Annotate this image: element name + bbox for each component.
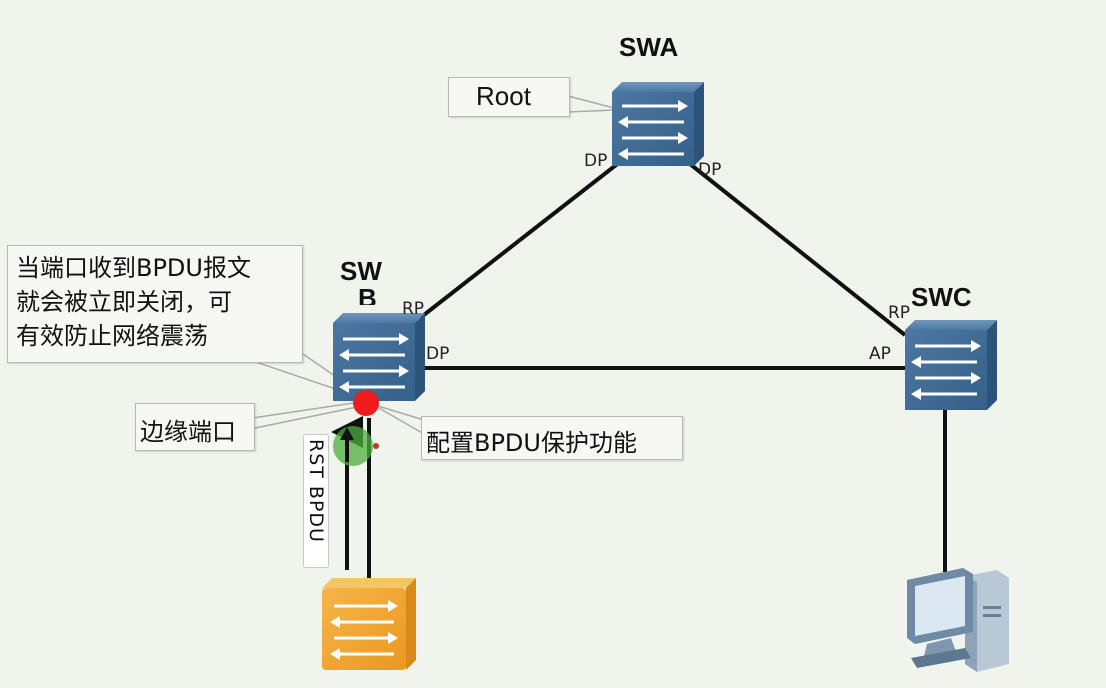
callout-pointer-root-2 [567, 109, 615, 113]
device-name-swa: SWA [619, 32, 679, 62]
device-name-swc: SWC [911, 282, 972, 312]
device-name-swb: SW B [340, 256, 382, 306]
bpdu-note-line-3: 有效防止网络震荡 [16, 322, 208, 350]
port-label-swa-left: DP [584, 151, 608, 171]
red-dot-icon[interactable] [353, 390, 379, 416]
computer-icon[interactable] [907, 568, 1009, 672]
port-label-swc-ap: AP [869, 344, 891, 364]
switch-icon[interactable] [333, 313, 425, 401]
bpdu-note-line-2: 就会被立即关闭，可 [16, 288, 232, 316]
device-name-swb-line1: SW [340, 256, 382, 286]
root-callout: Root [448, 77, 570, 117]
cursor-dot-icon [373, 443, 379, 449]
switch-icon[interactable] [612, 82, 704, 166]
port-label-swb-dp: DP [426, 344, 450, 364]
callout-pointer-bpdu-protect [371, 403, 425, 435]
bpdu-note-callout: 当端口收到BPDU报文 就会被立即关闭，可 有效防止网络震荡 [7, 245, 303, 363]
link-swa-swc [683, 158, 907, 337]
callout-pointer-bpdu-protect-2 [377, 405, 425, 421]
port-label-swb-rp: RP [402, 299, 425, 319]
port-label-swa-right: DP [698, 160, 722, 180]
rst-bpdu-label: RST BPDU [303, 434, 329, 568]
port-label-swc-rp: RP [888, 303, 911, 323]
bpdu-note-line-1: 当端口收到BPDU报文 [16, 254, 251, 282]
device-name-swb-line2: B [358, 285, 377, 305]
callout-pointer-edge-port [251, 401, 361, 419]
attacker-switch-icon[interactable] [322, 578, 416, 670]
callout-pointer-root [567, 95, 615, 109]
switch-icon[interactable] [905, 320, 997, 410]
cursor-highlight-icon [333, 426, 373, 466]
edge-port-callout: 边缘端口 [135, 403, 255, 451]
callout-pointer-edge-port-2 [254, 405, 363, 429]
bpdu-protect-callout: 配置BPDU保护功能 [421, 416, 683, 460]
link-swa-swb [418, 156, 627, 320]
